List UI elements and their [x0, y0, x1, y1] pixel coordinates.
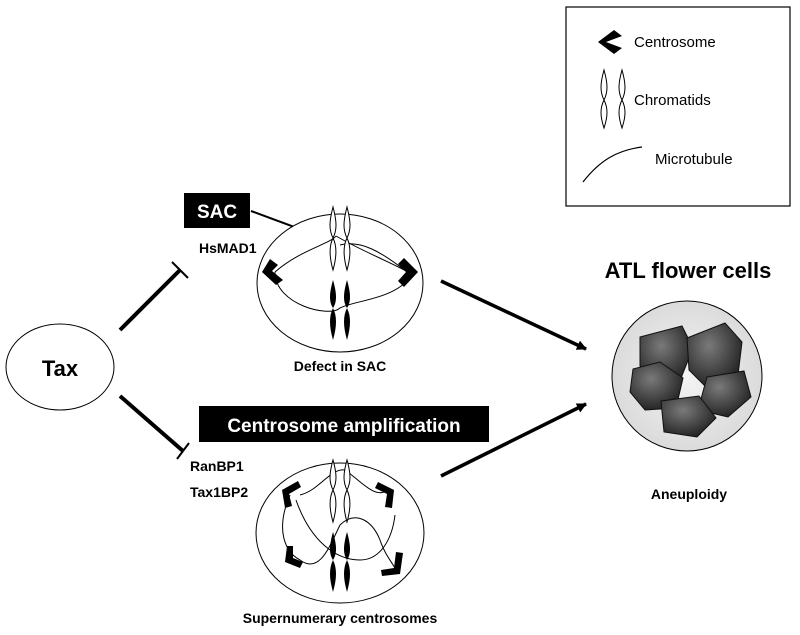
cell1-chromatids-top	[329, 205, 351, 272]
legend-label-centrosome: Centrosome	[634, 34, 716, 51]
sac-factor-label: HsMAD1	[199, 240, 257, 256]
sac-box-label: SAC	[197, 202, 237, 223]
inhibit-bar-sac	[171, 261, 189, 279]
legend: Centrosome Chromatids Microtubule	[565, 6, 791, 207]
centrosome-right	[398, 258, 418, 287]
cell-caption-supernumerary-centrosomes: Supernumerary centrosomes	[243, 610, 438, 626]
flower-cell-nucleus-lobes	[629, 322, 752, 438]
cell2-chromatids-top	[329, 458, 351, 524]
chromatids-icon	[600, 68, 626, 130]
atl-title: ATL flower cells	[605, 258, 772, 283]
tax-node: Tax	[5, 323, 115, 411]
centrosome-bottom-left	[285, 546, 303, 568]
cell1-chromatids-bottom	[330, 280, 350, 340]
cell-caption-defect-in-sac: Defect in SAC	[294, 358, 387, 374]
tax-ellipse	[5, 323, 115, 411]
inhibition-connectors	[118, 261, 190, 460]
centrosome-left	[262, 259, 283, 285]
aneuploidy-caption: Aneuploidy	[651, 486, 727, 502]
sac-branch: SAC HsMAD1	[184, 193, 587, 374]
inhibit-line-amplification	[118, 394, 185, 453]
sac-to-flower-arrow	[440, 279, 587, 351]
amplification-factor-tax1bp2: Tax1BP2	[190, 484, 248, 500]
centrosome-icon	[598, 30, 622, 54]
cell-defect-in-sac: Defect in SAC	[256, 205, 424, 374]
centrosome-bottom-right	[381, 552, 403, 576]
cell-membrane	[255, 462, 425, 604]
microtubule-icon	[582, 146, 643, 183]
centrosome-top-left	[282, 481, 301, 508]
sac-box	[184, 193, 250, 228]
amplification-box-label: Centrosome amplification	[227, 416, 460, 437]
legend-label-microtubule: Microtubule	[655, 151, 733, 168]
atl-flower-cell: ATL flower cells Aneuploidy	[605, 258, 772, 502]
cell2-chromatids-bottom	[330, 532, 350, 592]
tax-label: Tax	[42, 356, 79, 381]
inhibit-bar-amplification	[176, 442, 190, 460]
amplification-to-flower-arrow	[440, 402, 587, 478]
cell-membrane	[256, 213, 424, 353]
amplification-branch: Centrosome amplification RanBP1 Tax1BP2	[190, 402, 587, 626]
inhibit-line-sac	[118, 268, 182, 332]
legend-label-chromatids: Chromatids	[634, 92, 711, 109]
amplification-box	[199, 406, 489, 442]
amplification-factor-ranbp1: RanBP1	[190, 458, 244, 474]
centrosome-top-right	[375, 482, 394, 508]
cell-supernumerary-centrosomes: Supernumerary centrosomes	[243, 458, 438, 626]
